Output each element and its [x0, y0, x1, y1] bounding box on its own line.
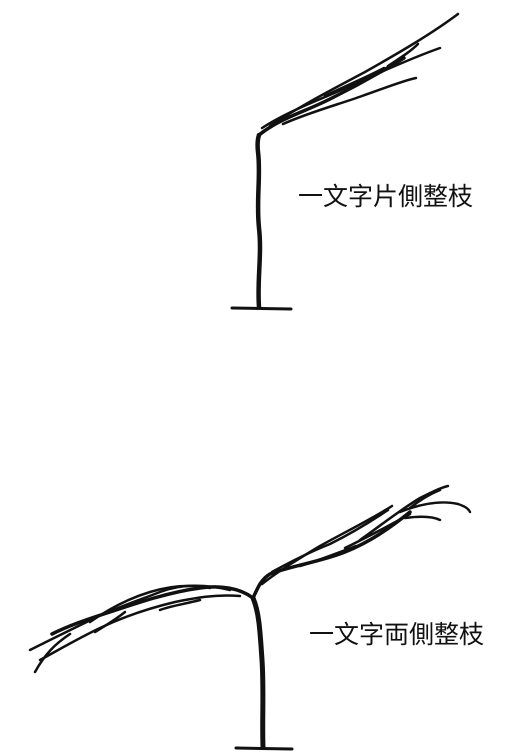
shoot-right-5 — [358, 484, 450, 542]
two-sided-cordon-diagram — [28, 484, 472, 751]
trunk-top — [255, 132, 263, 310]
shoot-left-5 — [33, 632, 72, 674]
trunk-bottom — [250, 595, 266, 750]
shoot-right-1 — [260, 504, 394, 586]
shoot-top-5 — [386, 42, 420, 68]
shoot-left-1 — [38, 594, 242, 662]
ground-line-top — [230, 306, 293, 311]
shoot-right-3 — [298, 544, 358, 568]
shoot-right-7 — [408, 488, 442, 510]
shoot-right-6 — [398, 501, 472, 514]
shoot-right-2 — [270, 508, 390, 574]
shoot-top-3 — [281, 76, 418, 126]
shoot-top-2 — [268, 12, 460, 128]
two-sided-cordon-caption: 一文字両側整枝 — [309, 620, 485, 649]
cordon-arm-left — [50, 585, 255, 636]
shoot-right-8 — [403, 515, 442, 522]
shoot-top-4 — [323, 66, 386, 98]
one-sided-cordon-diagram — [230, 12, 460, 311]
shoot-left-3 — [88, 584, 212, 624]
shoot-left-4 — [158, 598, 202, 612]
one-sided-cordon-caption: 一文字片側整枝 — [298, 182, 474, 211]
shoot-left-6 — [93, 610, 127, 634]
